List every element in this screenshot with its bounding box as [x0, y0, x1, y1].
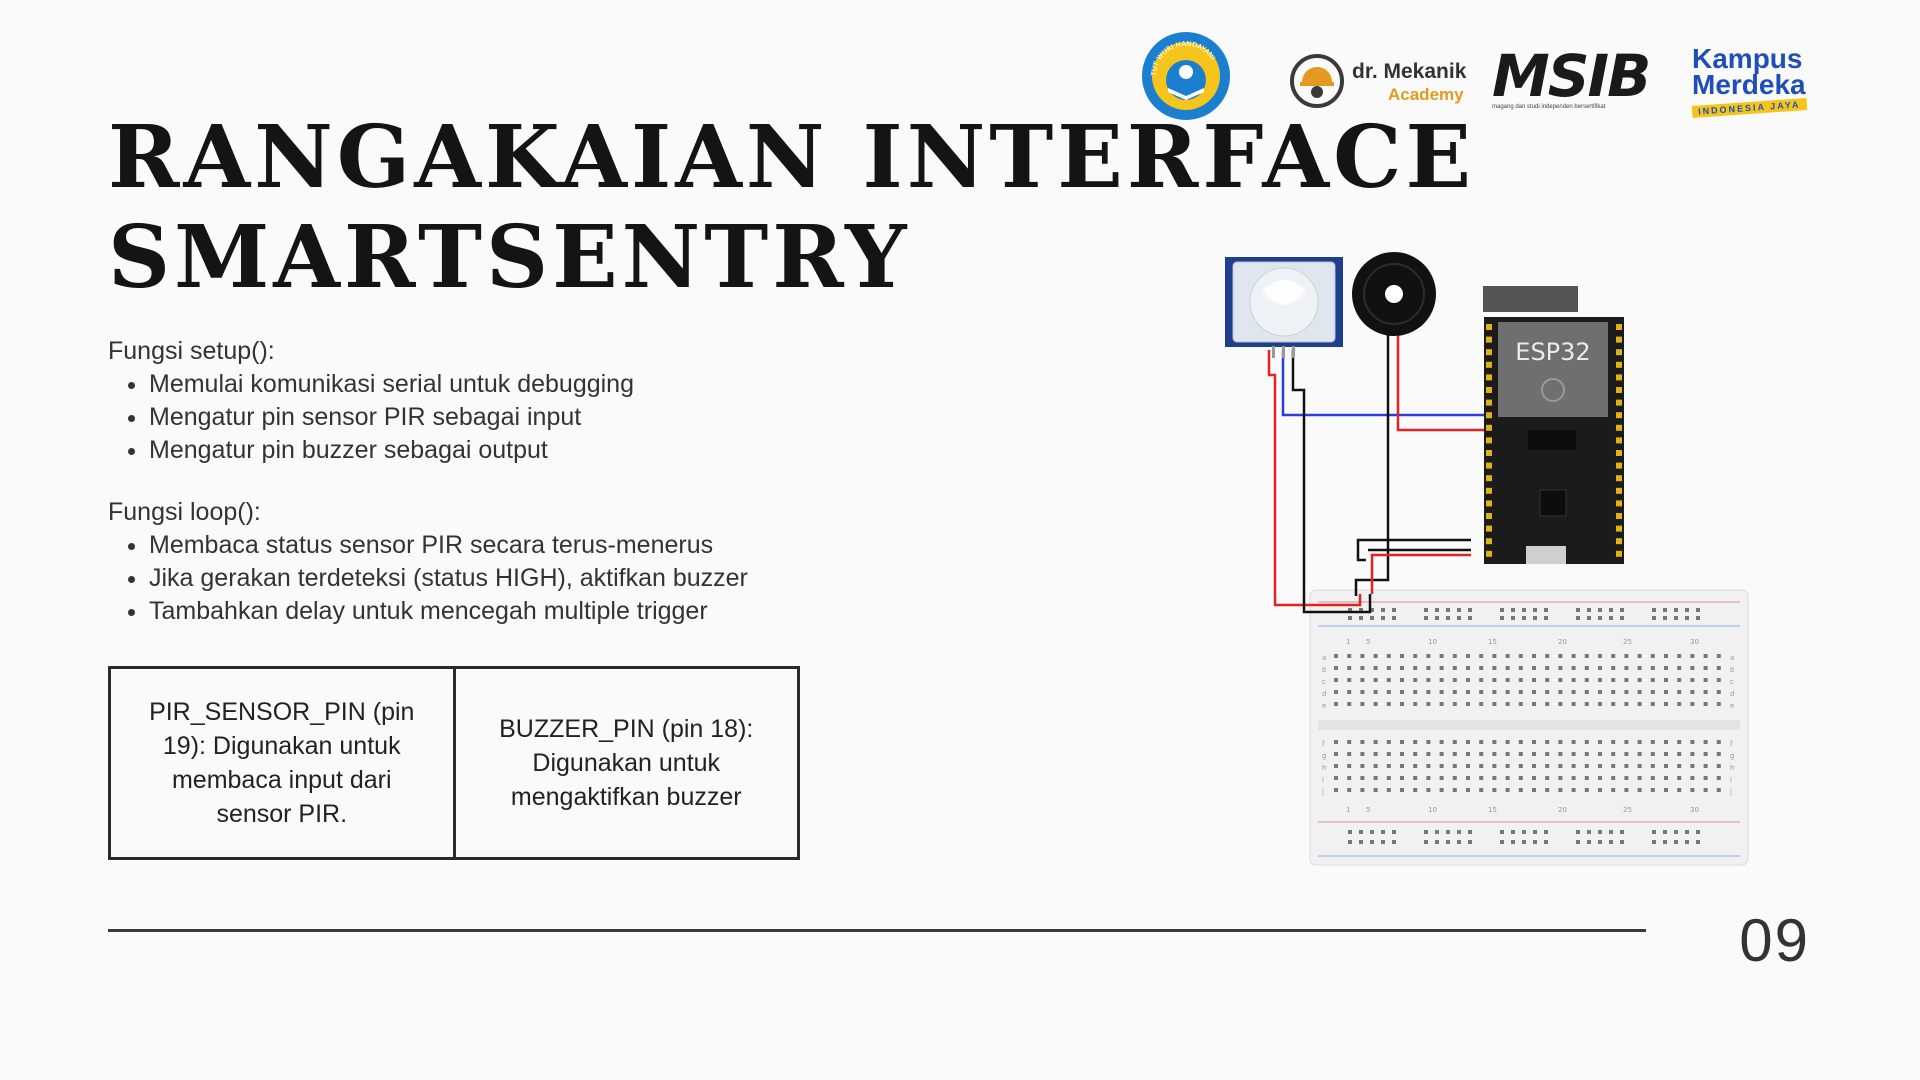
row-number: 15: [1488, 638, 1497, 646]
row-letter: b: [1730, 666, 1735, 674]
footer-divider: [108, 929, 1646, 932]
row-letter: f: [1322, 740, 1325, 748]
list-item: Memulai komunikasi serial untuk debuggin…: [149, 368, 634, 401]
row-number: 1: [1346, 638, 1350, 646]
row-number: 5: [1366, 806, 1370, 814]
buzzer-pin-cell: BUZZER_PIN (pin 18): Digunakan untuk men…: [452, 666, 800, 860]
row-letter: d: [1322, 690, 1326, 698]
breadboard-row-letters: a b c d e f g h i j a b c d e f g h i j: [1321, 654, 1735, 796]
row-number: 30: [1690, 638, 1699, 646]
row-letter: i: [1730, 776, 1732, 784]
wire-red-esp: [1370, 553, 1471, 594]
row-number: 20: [1558, 638, 1567, 646]
wire-black-esp: [1356, 538, 1471, 562]
page-number: 09: [1739, 907, 1810, 974]
wire-black-pir: [1291, 350, 1372, 614]
wires: [1267, 332, 1618, 614]
breadboard-holes: [1334, 654, 1721, 792]
kemendikbud-emblem-icon: TUT WURI HANDAYANI: [1142, 32, 1230, 120]
partner-logos: TUT WURI HANDAYANI dr. Mekanik Academy M…: [1140, 30, 1840, 130]
breadboard: 1 5 10 15 20 25 30 1 5 10 15 20 25 30 a …: [1309, 589, 1749, 866]
setup-heading: Fungsi setup():: [108, 337, 275, 365]
list-item: Membaca status sensor PIR secara terus-m…: [149, 529, 748, 562]
row-number: 10: [1428, 638, 1437, 646]
esp32-label: ESP32: [1515, 338, 1590, 366]
row-number: 10: [1428, 806, 1437, 814]
row-letter: h: [1322, 764, 1326, 772]
row-letter: j: [1321, 788, 1324, 796]
row-letter: c: [1322, 678, 1326, 686]
row-letter: c: [1730, 678, 1734, 686]
kampus-ribbon: INDONESIA JAYA: [1691, 98, 1807, 118]
pir-pin-cell: PIR_SENSOR_PIN (pin 19): Digunakan untuk…: [108, 666, 456, 860]
pir-sensor: [1225, 257, 1343, 358]
list-item: Jika gerakan terdeteksi (status HIGH), a…: [149, 562, 748, 595]
breadboard-row-numbers-bottom: 1 5 10 15 20 25 30: [1346, 806, 1699, 814]
row-letter: b: [1322, 666, 1327, 674]
title-line-2: SMARTSENTRY: [108, 207, 911, 308]
row-number: 30: [1690, 806, 1699, 814]
circuit-diagram: 1 5 10 15 20 25 30 1 5 10 15 20 25 30 a …: [1225, 252, 1749, 866]
row-letter: h: [1730, 764, 1734, 772]
msib-tagline: magang dan studi independen bersertifika…: [1492, 104, 1606, 110]
row-letter: g: [1730, 752, 1734, 760]
row-letter: a: [1730, 654, 1734, 662]
table-row: PIR_SENSOR_PIN (pin 19): Digunakan untuk…: [108, 666, 800, 860]
list-item: Mengatur pin sensor PIR sebagai input: [149, 401, 634, 434]
setup-list: Memulai komunikasi serial untuk debuggin…: [108, 368, 634, 467]
row-number: 5: [1366, 638, 1370, 646]
row-number: 1: [1346, 806, 1350, 814]
buzzer: [1352, 252, 1436, 336]
msib-logo: MSIB magang dan studi independen bersert…: [1492, 44, 1682, 110]
loop-section: Fungsi loop(): Membaca status sensor PIR…: [108, 496, 748, 628]
list-item: Mengatur pin buzzer sebagai output: [149, 434, 634, 467]
row-number: 20: [1558, 806, 1567, 814]
breadboard-power-rails: [1348, 608, 1700, 844]
title-line-1: RANGAKAIAN INTERFACE: [108, 107, 1476, 208]
esp32-board: ESP32: [1483, 286, 1624, 564]
drmekanik-name: dr. Mekanik Academy: [1352, 61, 1466, 106]
row-letter: d: [1730, 690, 1734, 698]
row-letter: e: [1730, 702, 1734, 710]
loop-list: Membaca status sensor PIR secara terus-m…: [108, 529, 748, 628]
loop-heading: Fungsi loop():: [108, 498, 261, 526]
pin-definitions-table: PIR_SENSOR_PIN (pin 19): Digunakan untuk…: [108, 666, 800, 860]
breadboard-row-numbers-top: 1 5 10 15 20 25 30: [1346, 638, 1699, 646]
wire-red-pir: [1267, 350, 1362, 607]
setup-section: Fungsi setup(): Memulai komunikasi seria…: [108, 335, 634, 467]
row-letter: i: [1322, 776, 1324, 784]
slide-title: RANGAKAIAN INTERFACE SMARTSENTRY: [108, 108, 1475, 308]
drmekanik-logo-icon: [1290, 54, 1344, 108]
kampus-line1: Kampus: [1692, 43, 1803, 74]
esp32-pins-left: [1486, 324, 1492, 557]
row-letter: a: [1322, 654, 1326, 662]
row-letter: f: [1730, 740, 1733, 748]
list-item: Tambahkan delay untuk mencegah multiple …: [149, 595, 748, 628]
esp32-pins-right: [1616, 324, 1622, 557]
row-letter: g: [1322, 752, 1326, 760]
msib-wordmark: MSIB: [1492, 42, 1651, 110]
row-letter: e: [1322, 702, 1326, 710]
kampus-line2: Merdeka: [1692, 69, 1806, 100]
row-number: 25: [1623, 638, 1632, 646]
drmekanik-line1: dr. Mekanik: [1352, 60, 1467, 83]
kampus-merdeka-logo: Kampus Merdeka INDONESIA JAYA: [1691, 43, 1832, 118]
row-number: 25: [1623, 806, 1632, 814]
row-number: 15: [1488, 806, 1497, 814]
row-letter: j: [1729, 788, 1732, 796]
drmekanik-line2: Academy: [1388, 85, 1464, 104]
